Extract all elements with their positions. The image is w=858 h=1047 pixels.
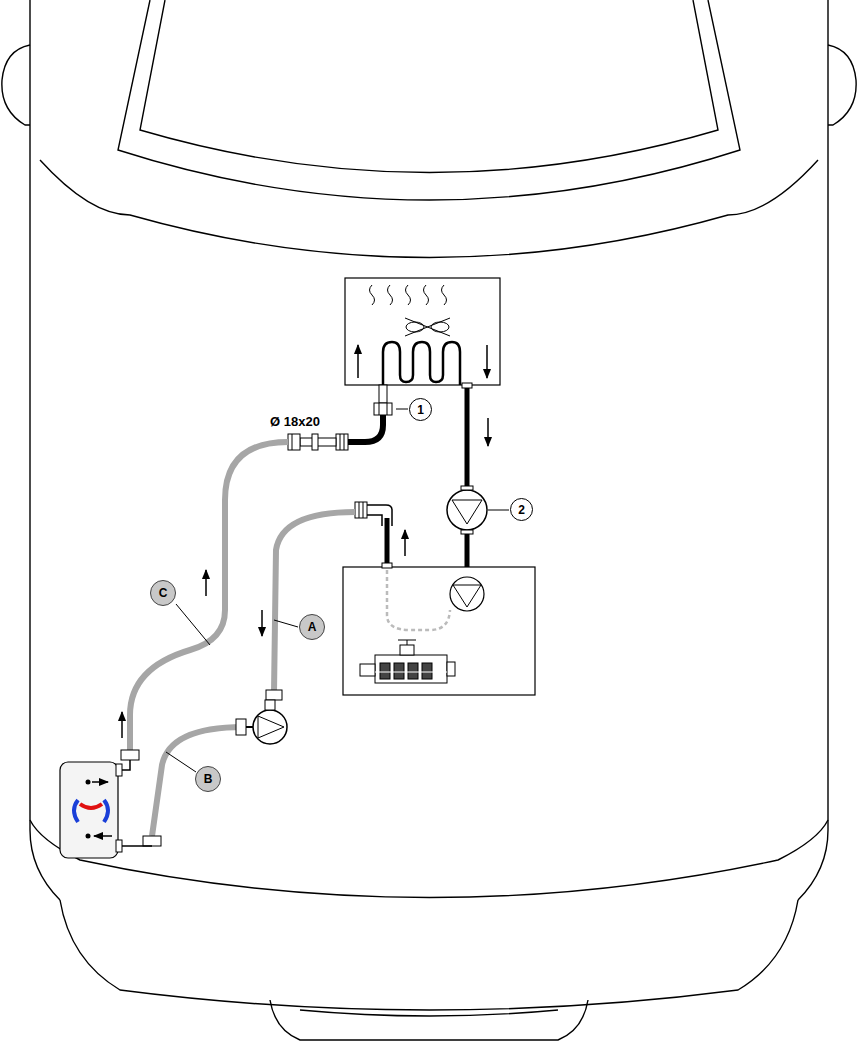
dimension-label: Ø 18x20 bbox=[268, 414, 322, 429]
callout-number: 2 bbox=[510, 498, 533, 521]
callout-letter: C bbox=[150, 580, 176, 606]
callout-letter: A bbox=[299, 614, 325, 640]
heater-unit bbox=[60, 760, 152, 858]
engine-circuit bbox=[343, 383, 535, 695]
callout-letter: B bbox=[195, 766, 221, 792]
callout-number: 1 bbox=[409, 398, 432, 421]
hose-fittings bbox=[121, 570, 298, 846]
heater-core bbox=[345, 278, 500, 385]
grey-hoses bbox=[130, 442, 355, 836]
